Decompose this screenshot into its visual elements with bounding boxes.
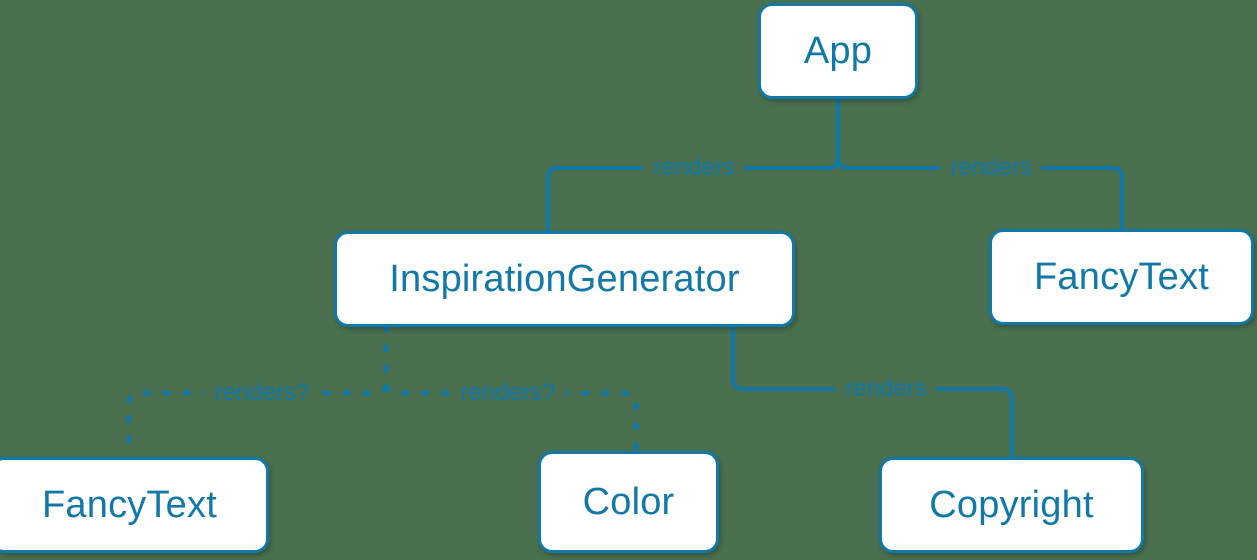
node-app[interactable]: App — [758, 3, 918, 99]
node-color-label: Color — [582, 481, 675, 523]
node-copyright[interactable]: Copyright — [879, 457, 1144, 553]
node-fancytext-right-label: FancyText — [1034, 256, 1209, 298]
edge-label-app-to-fancytext-right: renders — [940, 156, 1042, 180]
node-fancytext-bottom-label: FancyText — [42, 484, 217, 526]
edge-label-inspirationgenerator-to-fancytext-bottom: renders? — [204, 381, 320, 405]
edge-inspirationgenerator-to-color — [383, 324, 639, 454]
node-inspirationgenerator-label: InspirationGenerator — [389, 258, 740, 300]
node-copyright-label: Copyright — [929, 484, 1094, 526]
node-app-label: App — [803, 30, 873, 72]
node-color[interactable]: Color — [538, 451, 719, 553]
node-fancytext-bottom[interactable]: FancyText — [0, 457, 269, 553]
node-fancytext-right[interactable]: FancyText — [989, 229, 1254, 325]
edge-label-app-to-inspirationgenerator: renders — [643, 156, 745, 180]
node-inspirationgenerator[interactable]: InspirationGenerator — [334, 231, 795, 327]
edge-label-inspirationgenerator-to-copyright: renders — [835, 377, 937, 401]
edge-label-inspirationgenerator-to-color: renders? — [450, 381, 566, 405]
